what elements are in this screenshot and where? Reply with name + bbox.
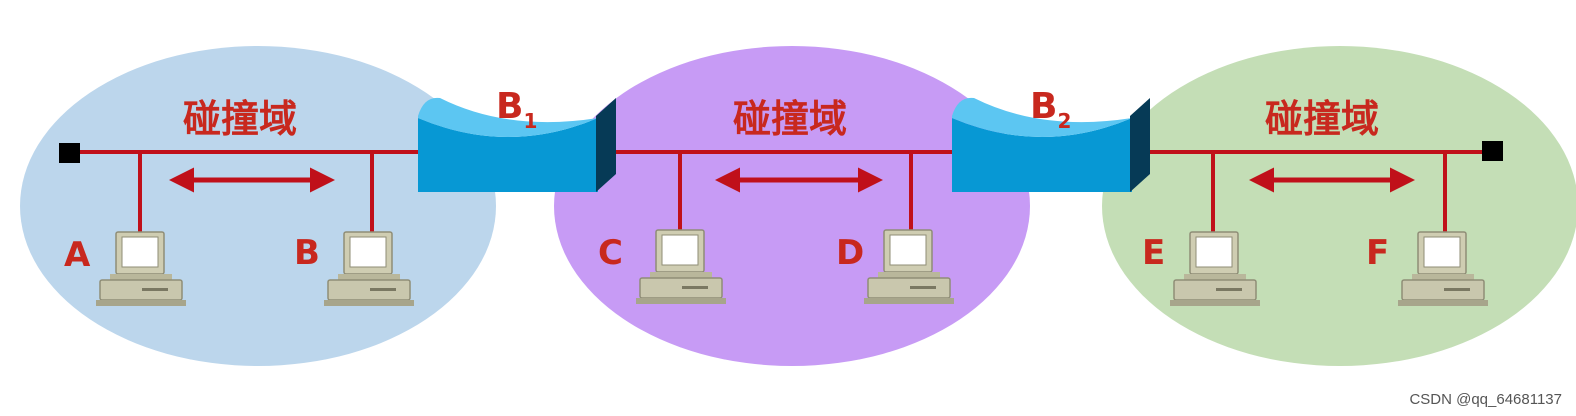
- collision-domain-middle: [554, 46, 1030, 366]
- bridge-label-b2: B2: [1030, 86, 1071, 133]
- bridge-b1-icon: [418, 97, 616, 192]
- domain-label-middle: 碰撞域: [733, 97, 847, 141]
- host-label-a: A: [64, 235, 91, 275]
- domain-label-right: 碰撞域: [1265, 97, 1379, 141]
- terminator-right: [1482, 141, 1503, 161]
- host-label-f: F: [1366, 233, 1389, 273]
- bus-lines: [70, 150, 1492, 232]
- host-label-d: D: [836, 233, 864, 273]
- bridge-b2-icon: [952, 97, 1150, 192]
- collision-domain-left: [20, 46, 496, 366]
- terminator-left: [59, 143, 80, 163]
- host-label-e: E: [1142, 233, 1165, 273]
- collision-domain-right: [1102, 46, 1576, 366]
- host-label-c: C: [598, 233, 623, 273]
- bridge-label-b1: B1: [496, 86, 537, 133]
- host-label-b: B: [294, 233, 320, 273]
- watermark: CSDN @qq_64681137: [1409, 391, 1562, 408]
- domain-label-left: 碰撞域: [183, 97, 297, 141]
